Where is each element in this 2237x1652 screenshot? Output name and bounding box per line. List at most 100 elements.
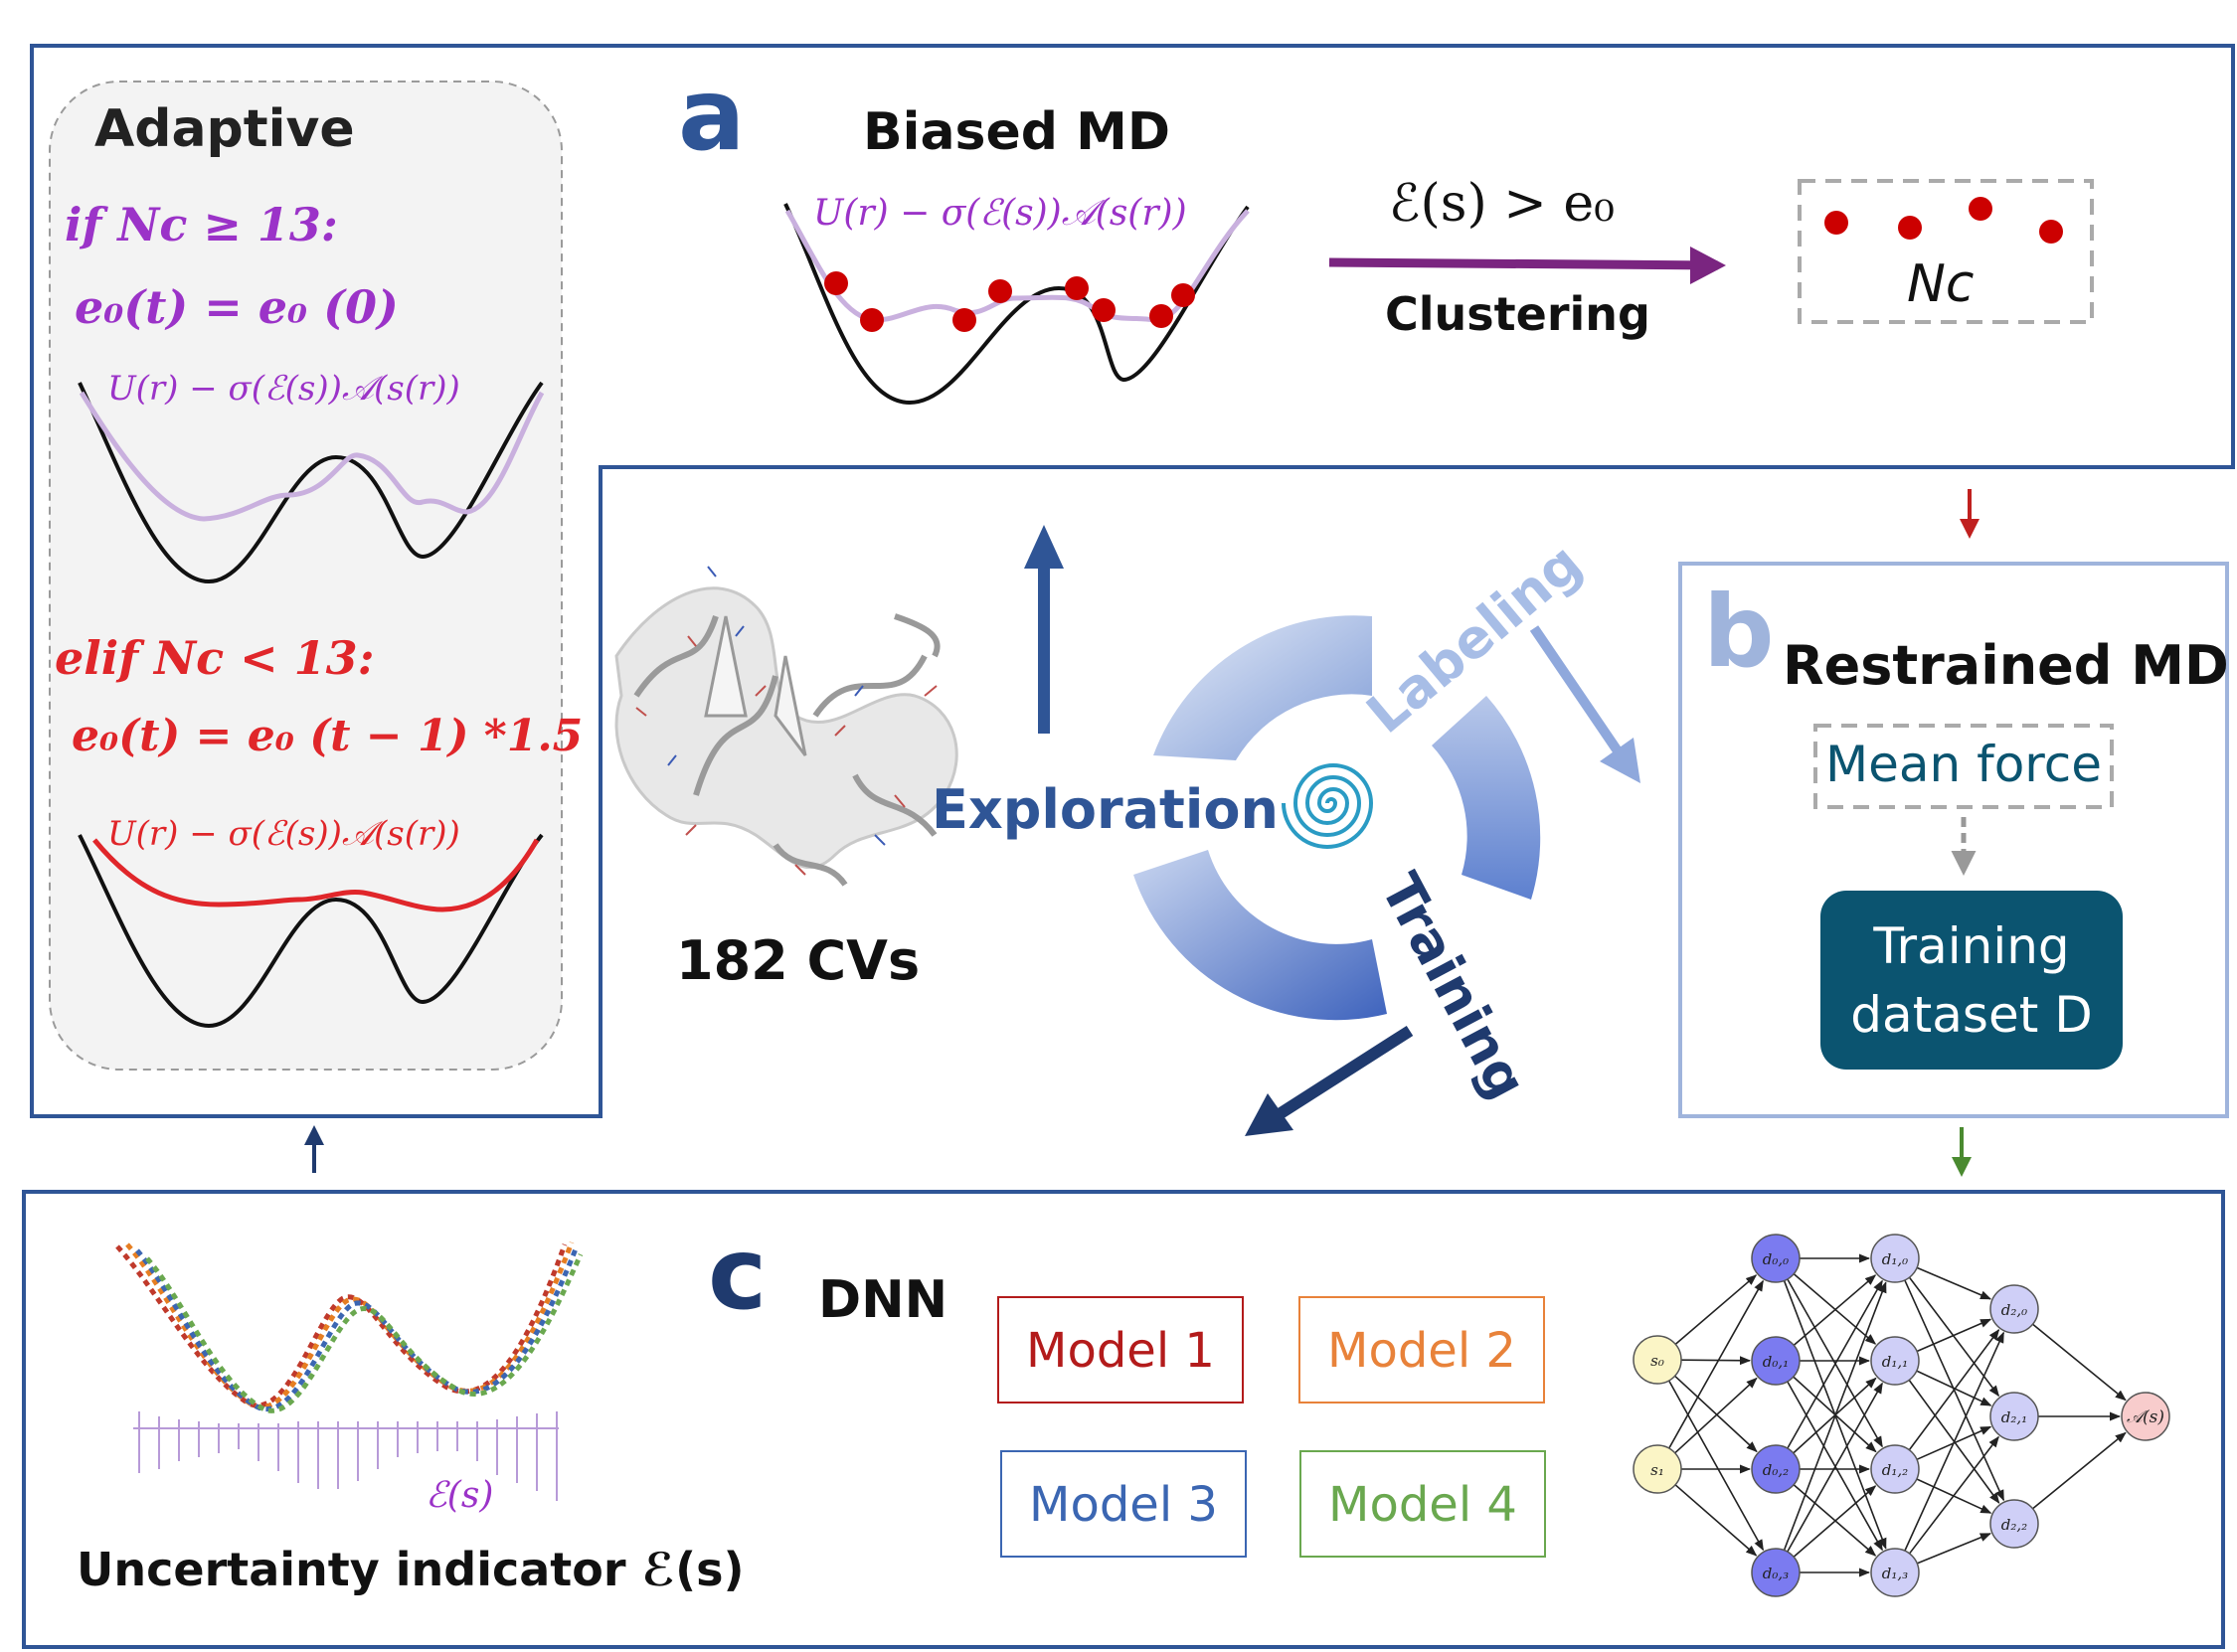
neural-network: s₀s₁d₀,₀d₀,₁d₀,₂d₀,₃d₁,₀d₁,₁d₁,₂d₁,₃d₂,₀… (1633, 1234, 2170, 1597)
network-node (1751, 1444, 1801, 1494)
adaptive-title: Adaptive (94, 99, 355, 159)
sample-point (952, 308, 976, 332)
clustering-arrow (1328, 257, 1719, 270)
network-node (1751, 1234, 1801, 1283)
network-edge (1793, 1376, 1877, 1453)
uncertainty-error-bars (133, 1411, 559, 1501)
network-edge (1908, 1328, 2000, 1451)
cycle-ring (1133, 615, 1541, 1021)
labeling-arrow (1529, 625, 1626, 758)
model-4-label: Model 4 (1328, 1477, 1517, 1533)
elif-curve-label: U(r) − σ(ℰ(s))𝒜(s(r)) (107, 814, 460, 854)
network-node (1751, 1548, 1801, 1597)
network-node (1870, 1234, 1920, 1283)
panel-b-letter: b (1703, 574, 1775, 690)
network-edge (1668, 1279, 1764, 1449)
training-arrow (1274, 1025, 1414, 1121)
network-edge (1674, 1274, 1758, 1345)
elif-condition: elif Nc < 13: (55, 631, 375, 685)
network-edge (1916, 1533, 1991, 1565)
network-edge (1667, 1380, 1765, 1552)
sample-point (860, 308, 884, 332)
ensemble-curve-2 (125, 1241, 575, 1410)
network-node-label: s₀ (1650, 1352, 1664, 1370)
network-edge (1916, 1370, 1992, 1406)
network-node-label: d₁,₀ (1882, 1250, 1908, 1268)
network-node (1870, 1336, 1920, 1386)
network-edge (1787, 1279, 1883, 1449)
panel-b-title: Restrained MD (1783, 634, 2229, 697)
uncertainty-symbol: ℰ(s) (426, 1475, 493, 1516)
if-condition: if Nc ≥ 13: (65, 198, 338, 251)
network-edge (1674, 1484, 1758, 1557)
panel-a-letter: a (678, 57, 745, 173)
model-3-label: Model 3 (1029, 1477, 1218, 1533)
sample-point (988, 279, 1012, 303)
network-node-label: d₀,₃ (1763, 1565, 1789, 1582)
panel-a-title: Biased MD (863, 102, 1170, 162)
if-curve-label: U(r) − σ(ℰ(s))𝒜(s(r)) (107, 369, 460, 409)
panel-a-frame (30, 44, 2235, 1118)
panel-a-curve-label: U(r) − σ(ℰ(s))𝒜(s(r)) (813, 193, 1187, 234)
elif-potential-curve (78, 833, 544, 1029)
biased-md-potential-curve (783, 203, 1250, 406)
sample-point (1092, 298, 1116, 322)
network-node (1989, 1499, 2039, 1549)
network-edge (1793, 1273, 1877, 1345)
cvs-label: 182 CVs (676, 929, 920, 992)
network-edge (1904, 1331, 2005, 1552)
cluster-box (1798, 179, 2094, 324)
network-node-label: d₀,₂ (1763, 1461, 1789, 1479)
network-edge (2032, 1431, 2127, 1510)
network-edge (1908, 1435, 1999, 1555)
clustering-arrow-head (1690, 247, 1726, 284)
cycle-label-exploration: Exploration (932, 778, 1279, 841)
if-assign: e₀(t) = e₀ (0) (75, 280, 399, 334)
uncertainty-title: Uncertainty indicator ℰ(s) (77, 1543, 745, 1596)
protein-structure (614, 566, 958, 887)
dnn-label: DNN (818, 1270, 947, 1330)
cycle-label-training: Training (1369, 864, 1539, 1109)
network-node (1870, 1548, 1920, 1597)
network-edge (1787, 1278, 1883, 1448)
model-4-box (1299, 1450, 1546, 1558)
cycle-segment-bottom (1133, 850, 1387, 1021)
network-node-label: d₁,₂ (1882, 1461, 1908, 1479)
panel-c-frame (22, 1190, 2225, 1649)
model-boxes: Model 1 Model 2 Model 3 Model 4 (997, 1296, 1546, 1558)
network-node (1989, 1284, 2039, 1334)
network-node-label: 𝒜(s) (2127, 1407, 2164, 1427)
adaptive-box (49, 81, 563, 1071)
network-node-label: s₁ (1650, 1461, 1664, 1479)
training-dataset-line2: dataset D (1850, 986, 2092, 1044)
network-edge (1787, 1381, 1883, 1552)
network-edge (2032, 1323, 2127, 1402)
network-edge (1916, 1318, 1992, 1353)
network-node-label: d₀,₁ (1763, 1353, 1789, 1371)
network-node-label: d₂,₂ (2001, 1516, 2027, 1534)
ensemble-curve-1 (115, 1243, 568, 1408)
network-node (1633, 1335, 1682, 1385)
network-edge (1680, 1356, 1752, 1366)
network-node (1989, 1392, 2039, 1441)
model-2-box (1298, 1296, 1545, 1404)
exploration-up-arrow-head (1024, 525, 1064, 569)
network-edge (1674, 1375, 1758, 1453)
network-edge (1793, 1274, 1877, 1346)
cycle-segment-right (1432, 696, 1541, 900)
network-edge (1787, 1382, 1883, 1553)
network-edge (1674, 1377, 1758, 1454)
network-node (1870, 1444, 1920, 1494)
network-edge (1793, 1485, 1877, 1558)
network-node (2121, 1392, 2170, 1441)
sample-point (1171, 283, 1195, 307)
cluster-point (1824, 211, 1848, 235)
network-node (1751, 1336, 1801, 1386)
network-node-label: d₁,₃ (1882, 1565, 1908, 1582)
cycle-segment-top (1153, 615, 1372, 760)
uncertainty-condition: ℰ(s) > e₀ (1389, 174, 1615, 234)
elif-biased-curve (92, 838, 540, 912)
ensemble-curve-4 (145, 1252, 584, 1413)
mean-force-box (1813, 724, 2114, 809)
